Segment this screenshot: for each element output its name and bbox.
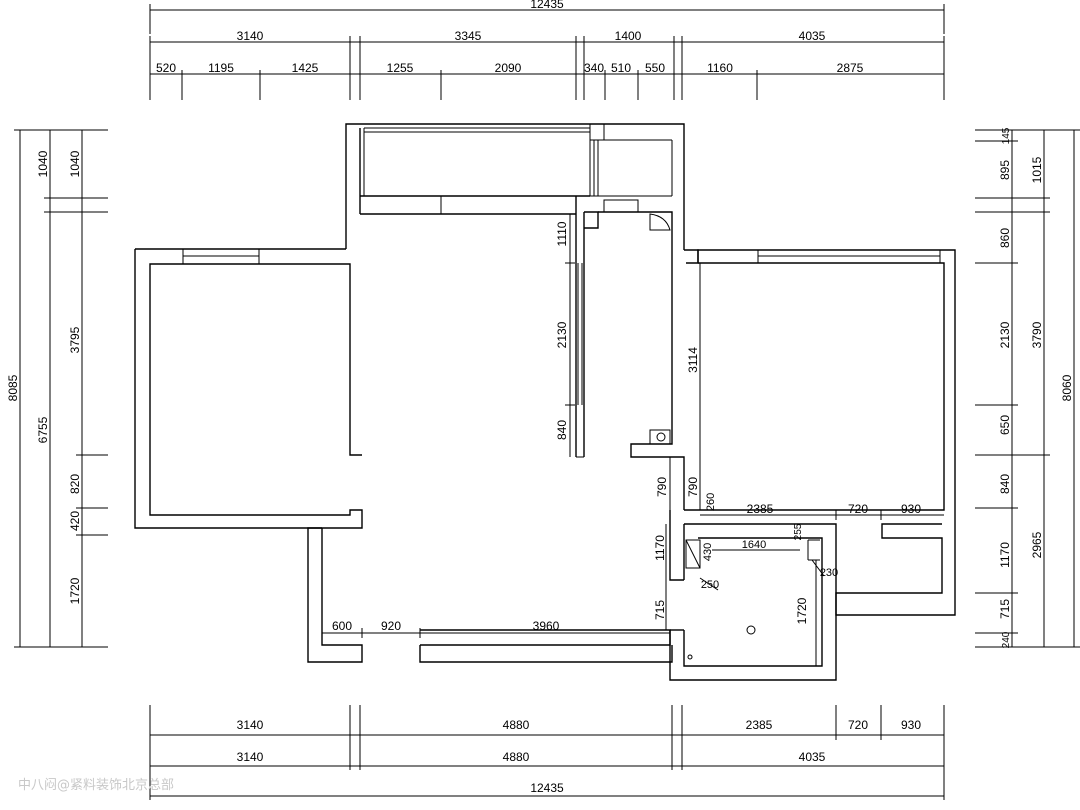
bottom-total-dim: 12435 [530, 781, 564, 795]
right-dimensions: 145 895 860 2130 650 840 1170 715 240 10… [975, 127, 1080, 648]
right-dim: 3790 [1030, 321, 1044, 348]
top-dim: 1160 [707, 61, 733, 75]
interior-dim: 3114 [686, 347, 700, 373]
top-dim: 1255 [387, 61, 414, 75]
left-dimensions: 8085 1040 6755 1040 3795 820 420 1720 [6, 129, 108, 648]
interior-dim: 260 [705, 493, 717, 511]
top-dim: 4035 [799, 29, 826, 43]
interior-dim: 600 [332, 619, 352, 633]
interior-dimensions: 1110 2130 840 3114 790 790 260 2385 720 … [322, 214, 944, 666]
interior-dim: 720 [848, 502, 868, 516]
toilet-icon [656, 432, 666, 442]
interior-dim: 2385 [747, 502, 774, 516]
left-dim: 6755 [36, 416, 50, 443]
bottom-dim: 2385 [746, 718, 773, 732]
top-dim: 1400 [615, 29, 642, 43]
right-dim: 715 [998, 599, 1012, 619]
bottom-dim: 930 [901, 718, 921, 732]
interior-dim: 1170 [653, 535, 667, 561]
right-dim: 2965 [1030, 531, 1044, 558]
top-dim: 3140 [237, 29, 264, 43]
interior-dim: 790 [686, 477, 700, 497]
walls [134, 123, 956, 681]
top-total-dim: 12435 [530, 0, 564, 11]
bottom-dim: 4880 [503, 750, 530, 764]
interior-dim: 3960 [533, 619, 560, 633]
right-total-dim: 8060 [1060, 374, 1074, 401]
right-dim: 240 [1001, 631, 1012, 648]
left-dim: 820 [68, 474, 82, 494]
right-dim: 1170 [998, 542, 1012, 568]
interior-dim: 230 [820, 567, 838, 579]
right-dim: 860 [998, 228, 1012, 248]
interior-dim: 715 [653, 600, 667, 620]
top-dim: 340 [584, 61, 604, 75]
door-swing-icon [649, 213, 671, 231]
bottom-dim: 4035 [799, 750, 826, 764]
left-dim: 1720 [68, 577, 82, 604]
top-dim: 1425 [292, 61, 319, 75]
drain-icon [746, 625, 756, 635]
bottom-dim: 3140 [237, 750, 264, 764]
top-dim: 2875 [837, 61, 864, 75]
interior-dim: 430 [702, 543, 714, 561]
top-dimensions: 12435 3140 3345 1400 4035 520 1195 1425 … [149, 0, 945, 100]
top-dim: 2090 [495, 61, 522, 75]
bottom-dim: 720 [848, 718, 868, 732]
top-dim: 550 [645, 61, 665, 75]
right-dim: 1015 [1030, 156, 1044, 183]
interior-dim: 840 [555, 420, 569, 440]
top-dim: 510 [611, 61, 631, 75]
left-dim: 1040 [36, 150, 50, 177]
bottom-dimensions: 3140 4880 2385 720 930 3140 4880 4035 12… [149, 705, 945, 800]
right-dim: 895 [998, 160, 1012, 180]
watermark: 中八闷@紧料装饰北京总部 [18, 778, 175, 793]
interior-dim: 1110 [555, 221, 569, 246]
right-dim: 2130 [998, 321, 1012, 348]
bottom-dim: 3140 [237, 718, 264, 732]
right-dim: 650 [998, 415, 1012, 435]
interior-dim: 1640 [742, 539, 766, 551]
bottom-dim: 4880 [503, 718, 530, 732]
right-dim: 145 [1001, 127, 1012, 144]
interior-dim: 920 [381, 619, 401, 633]
left-dim: 1040 [68, 150, 82, 177]
top-dim: 1195 [208, 61, 234, 75]
left-dim: 3795 [68, 326, 82, 353]
left-total-dim: 8085 [6, 374, 20, 401]
right-dim: 840 [998, 474, 1012, 494]
top-dim: 3345 [455, 29, 482, 43]
interior-dim: 1720 [795, 597, 809, 624]
top-dim: 520 [156, 61, 176, 75]
interior-dim: 255 [793, 523, 804, 540]
interior-dim: 790 [655, 477, 669, 497]
interior-dim: 2130 [555, 321, 569, 348]
interior-dim: 930 [901, 502, 921, 516]
left-dim: 420 [68, 511, 82, 531]
